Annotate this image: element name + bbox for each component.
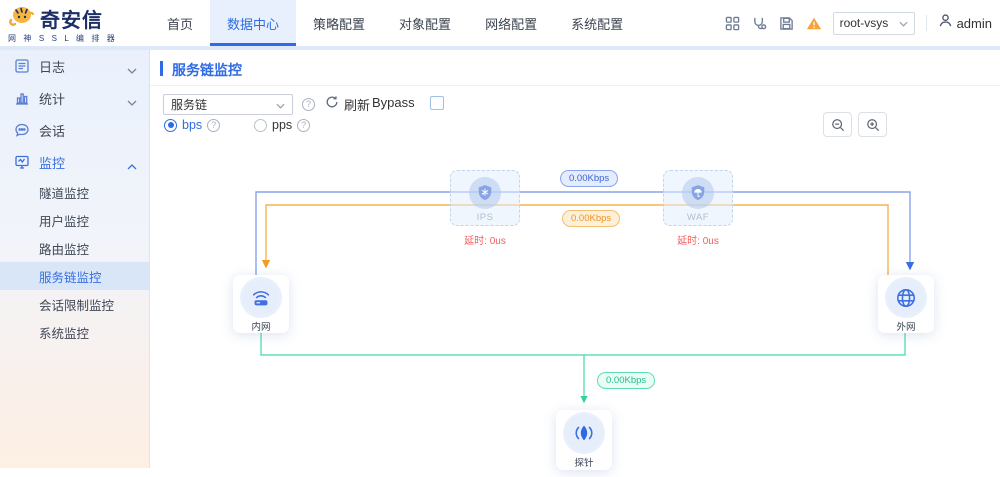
sidebar-item-sessions[interactable]: 会话 [0, 114, 149, 146]
globe-icon [888, 280, 924, 315]
node-label: 内网 [251, 322, 271, 333]
probe-bus-line [260, 333, 906, 356]
unit-radio-bps[interactable]: bps ? [164, 118, 221, 132]
sidebar-item-label: 统计 [39, 91, 66, 107]
zoom-in-button[interactable] [858, 112, 887, 137]
bypass-control: Bypass [372, 95, 444, 110]
log-icon [14, 58, 30, 74]
chevron-down-icon [127, 61, 137, 74]
bypass-checkbox[interactable] [429, 95, 444, 110]
nav-item-home[interactable]: 首页 [167, 16, 194, 32]
node-ips[interactable]: IPS [450, 170, 520, 226]
help-icon[interactable]: ? [297, 118, 311, 132]
diagnose-icon[interactable] [752, 15, 768, 31]
warning-icon[interactable] [806, 15, 822, 31]
sidebar-item-monitoring[interactable]: 监控 [0, 146, 149, 178]
uplink-rate-badge: 0.00Kbps [560, 170, 619, 187]
brand-name: 奇安信 [40, 10, 103, 32]
wifi-router-icon [243, 280, 279, 315]
unit-radio-pps[interactable]: pps ? [254, 118, 311, 132]
main-nav: 首页 数据中心 策略配置 对象配置 网络配置 系统配置 [150, 0, 640, 46]
vsys-selected-value: root-vsys [839, 16, 889, 30]
radio-label: bps [182, 118, 203, 132]
uplink-line [255, 191, 915, 275]
nav-item-policy-config[interactable]: 策略配置 [313, 16, 366, 32]
apps-grid-icon[interactable] [725, 15, 741, 31]
sidebar-item-logs[interactable]: 日志 [0, 50, 149, 82]
nav-item-network-config[interactable]: 网络配置 [485, 16, 538, 32]
node-lan[interactable]: 内网 [233, 275, 289, 333]
node-label: 外网 [896, 322, 916, 333]
user-menu[interactable]: admin [938, 13, 992, 33]
header-separator [0, 46, 1000, 50]
waf-latency: 延时: 0us [677, 236, 719, 247]
page-title: 服务链监控 [172, 62, 242, 78]
sidebar-item-tunnel-monitor[interactable]: 隧道监控 [39, 186, 90, 201]
sidebar-item-label: 监控 [39, 155, 66, 171]
chevron-down-icon [127, 93, 137, 106]
ips-shield-icon [469, 177, 501, 209]
sidebar-item-service-chain-monitor[interactable]: 服务链监控 [0, 262, 149, 290]
refresh-button[interactable]: 刷新 [325, 95, 370, 114]
ips-latency: 延时: 0us [464, 236, 506, 247]
radio-selected-icon [164, 118, 177, 132]
top-bar: 奇安信 网 神 S S L 编 排 器 首页 数据中心 策略配置 对象配置 网络… [0, 0, 1000, 46]
sidebar-item-session-limit-monitor[interactable]: 会话限制监控 [39, 298, 115, 313]
help-icon[interactable]: ? [302, 98, 315, 111]
refresh-label: 刷新 [344, 98, 371, 113]
divider [925, 15, 927, 31]
main-content: 服务链监控 服务链 ? 刷新 Bypass bps ? pps ? [150, 50, 1000, 470]
brand-subtitle: 网 神 S S L 编 排 器 [8, 34, 118, 43]
title-row: 服务链监控 [150, 58, 1000, 86]
nav-item-data-center[interactable]: 数据中心 [210, 0, 297, 46]
sidebar: 日志 统计 会话 监控 [0, 50, 150, 468]
sidebar-item-label: 会话 [39, 123, 66, 139]
service-chain-select[interactable]: 服务链 [163, 94, 293, 115]
help-icon[interactable]: ? [207, 118, 221, 132]
sidebar-item-user-monitor[interactable]: 用户监控 [39, 214, 90, 229]
vsys-select[interactable]: root-vsys [832, 11, 915, 35]
user-icon [938, 13, 953, 33]
chevron-down-icon [899, 14, 908, 32]
sidebar-item-route-monitor[interactable]: 路由监控 [39, 242, 90, 257]
probe-icon [566, 415, 602, 451]
service-chain-select-value: 服务链 [171, 98, 208, 112]
radio-unselected-icon [254, 118, 267, 132]
node-probe[interactable]: 探针 [556, 410, 612, 470]
radio-label: pps [272, 118, 293, 132]
user-name: admin [956, 15, 992, 31]
sidebar-item-statistics[interactable]: 统计 [0, 82, 149, 114]
node-waf[interactable]: WAF [663, 170, 733, 226]
tiger-logo-icon [8, 4, 38, 33]
node-label: IPS [476, 212, 494, 223]
bypass-label: Bypass [372, 95, 415, 110]
sidebar-item-system-monitor[interactable]: 系统监控 [39, 326, 90, 341]
monitor-icon [14, 154, 30, 170]
node-wan[interactable]: 外网 [878, 275, 934, 333]
brand-logo: 奇安信 网 神 S S L 编 排 器 [8, 4, 140, 44]
refresh-icon [325, 95, 339, 114]
session-icon [14, 122, 30, 138]
chevron-up-icon [127, 157, 137, 170]
probe-rate-badge: 0.00Kbps [597, 372, 656, 389]
chevron-down-icon [276, 96, 285, 114]
stats-icon [14, 90, 30, 106]
waf-shield-icon [682, 177, 714, 209]
zoom-out-button[interactable] [823, 112, 852, 137]
node-label: 探针 [574, 458, 594, 469]
nav-item-system-config[interactable]: 系统配置 [571, 16, 624, 32]
nav-item-object-config[interactable]: 对象配置 [399, 16, 452, 32]
downlink-rate-badge: 0.00Kbps [562, 210, 621, 227]
title-accent-bar [160, 61, 163, 76]
save-icon[interactable] [779, 15, 795, 31]
node-label: WAF [686, 212, 710, 223]
sidebar-item-label: 日志 [39, 59, 66, 75]
